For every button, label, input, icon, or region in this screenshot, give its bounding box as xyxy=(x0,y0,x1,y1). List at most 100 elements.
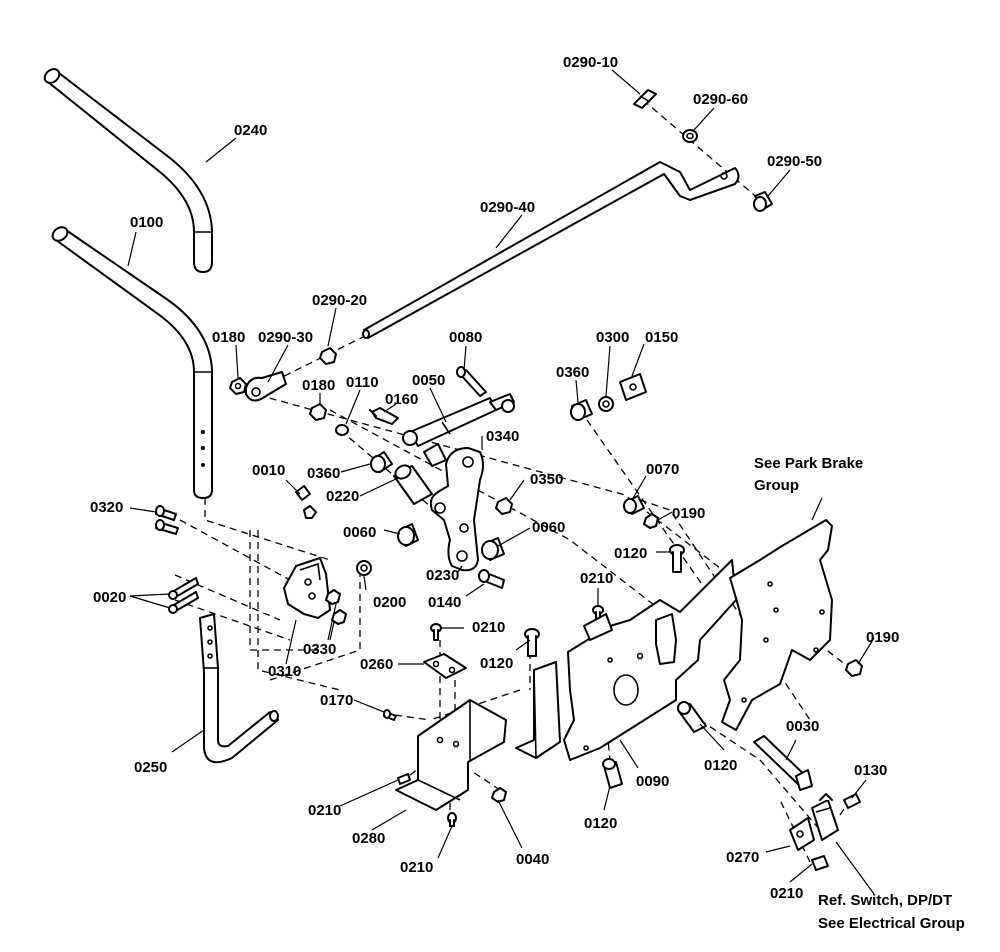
gas-spring-0050 xyxy=(402,393,515,447)
label-0330: 0330 xyxy=(303,641,336,658)
label-0120-d: 0120 xyxy=(584,815,617,832)
bolt-0120-d xyxy=(602,758,623,789)
label-0210-b: 0210 xyxy=(472,619,505,636)
label-0350: 0350 xyxy=(530,471,563,488)
label-0080: 0080 xyxy=(449,329,482,346)
bolt-0120-c xyxy=(677,701,707,733)
clip-0290-10 xyxy=(633,89,657,109)
label-0320: 0320 xyxy=(90,499,123,516)
label-0290-40: 0290-40 xyxy=(480,199,535,216)
label-0210-e: 0210 xyxy=(770,885,803,902)
tube-0220 xyxy=(393,464,433,505)
spacer-0070 xyxy=(623,495,645,515)
spacer-0360-lower xyxy=(370,451,393,473)
label-0020: 0020 xyxy=(93,589,126,606)
note-park-brake-line2: Group xyxy=(754,477,799,494)
label-0230: 0230 xyxy=(426,567,459,584)
nut-0350 xyxy=(495,497,513,515)
handlebar-0100 xyxy=(51,226,213,499)
label-0120-a: 0120 xyxy=(614,545,647,562)
label-0160: 0160 xyxy=(385,391,418,408)
washer-0200 xyxy=(356,560,372,576)
switch-assembly xyxy=(789,793,839,851)
plate-0260 xyxy=(423,653,467,679)
washer-0290-60 xyxy=(682,129,698,143)
label-0280: 0280 xyxy=(352,830,385,847)
note-park-brake-line1: See Park Brake xyxy=(754,455,863,472)
label-0060-a: 0060 xyxy=(343,524,376,541)
screw-0130 xyxy=(843,793,861,809)
label-0240: 0240 xyxy=(234,122,267,139)
label-0290-30: 0290-30 xyxy=(258,329,313,346)
fastener-0010 xyxy=(295,485,317,519)
label-0010: 0010 xyxy=(252,462,285,479)
label-0040: 0040 xyxy=(516,851,549,868)
bolt-0080 xyxy=(456,366,487,397)
part-labels: 0290-10 0290-60 0290-50 0240 0290-40 010… xyxy=(90,54,899,902)
label-0170: 0170 xyxy=(320,692,353,709)
bolt-0120-b xyxy=(524,628,540,657)
bushing-0060-right xyxy=(481,537,505,561)
label-0120-c: 0120 xyxy=(704,757,737,774)
label-0210-d: 0210 xyxy=(400,859,433,876)
bolts-0320 xyxy=(155,505,179,535)
spacer-0360-upper xyxy=(570,399,593,421)
label-0250: 0250 xyxy=(134,759,167,776)
label-0210-c: 0210 xyxy=(308,802,341,819)
label-0200: 0200 xyxy=(373,594,406,611)
label-0270: 0270 xyxy=(726,849,759,866)
label-0130: 0130 xyxy=(854,762,887,779)
handlebar-0240 xyxy=(43,68,213,273)
label-0220: 0220 xyxy=(326,488,359,505)
label-0140: 0140 xyxy=(428,594,461,611)
screw-0210-c xyxy=(397,773,411,785)
label-0030: 0030 xyxy=(786,718,819,735)
label-0180-a: 0180 xyxy=(212,329,245,346)
control-rod-0290-40 xyxy=(362,161,740,339)
bolt-0140 xyxy=(478,569,505,589)
label-0090: 0090 xyxy=(636,773,669,790)
screw-0210-d xyxy=(447,812,457,827)
leader-lines xyxy=(127,69,875,895)
label-0060-b: 0060 xyxy=(532,519,565,536)
note-ref-switch-line2: See Electrical Group xyxy=(818,915,965,932)
label-0210-a: 0210 xyxy=(580,570,613,587)
label-0290-10: 0290-10 xyxy=(563,54,618,71)
label-0290-60: 0290-60 xyxy=(693,91,748,108)
pins-0020 xyxy=(168,577,199,614)
label-0100: 0100 xyxy=(130,214,163,231)
label-0050: 0050 xyxy=(412,372,445,389)
label-0300: 0300 xyxy=(596,329,629,346)
park-brake-plate xyxy=(721,519,833,731)
bracket-0310 xyxy=(283,557,331,619)
plate-0150 xyxy=(619,373,647,401)
washer-0300 xyxy=(598,396,614,412)
reference-notes: See Park Brake Group Ref. Switch, DP/DT … xyxy=(754,455,965,932)
label-0290-50: 0290-50 xyxy=(767,153,822,170)
label-0190-b: 0190 xyxy=(866,629,899,646)
label-0290-20: 0290-20 xyxy=(312,292,367,309)
label-0070: 0070 xyxy=(646,461,679,478)
label-0110: 0110 xyxy=(346,374,379,391)
label-0260: 0260 xyxy=(360,656,393,673)
nut-0180-upper xyxy=(229,377,247,395)
label-0360-b: 0360 xyxy=(307,465,340,482)
bracket-0280 xyxy=(395,699,507,811)
rod-end-0290-30 xyxy=(245,371,287,402)
note-ref-switch-line1: Ref. Switch, DP/DT xyxy=(818,892,952,909)
label-0310: 0310 xyxy=(268,663,301,680)
bushing-0290-50 xyxy=(753,191,773,212)
bolt-0030 xyxy=(753,735,813,791)
bolt-0120-a xyxy=(669,544,685,573)
bushing-0060-left xyxy=(397,523,419,547)
label-0150: 0150 xyxy=(645,329,678,346)
label-0120-b: 0120 xyxy=(480,655,513,672)
label-0340: 0340 xyxy=(486,428,519,445)
label-0360-a: 0360 xyxy=(556,364,589,381)
screw-0210-e xyxy=(811,855,829,871)
bolt-0160 xyxy=(369,407,399,425)
pivot-lever-0340 xyxy=(423,443,484,572)
nut-0180-lower xyxy=(309,403,327,421)
